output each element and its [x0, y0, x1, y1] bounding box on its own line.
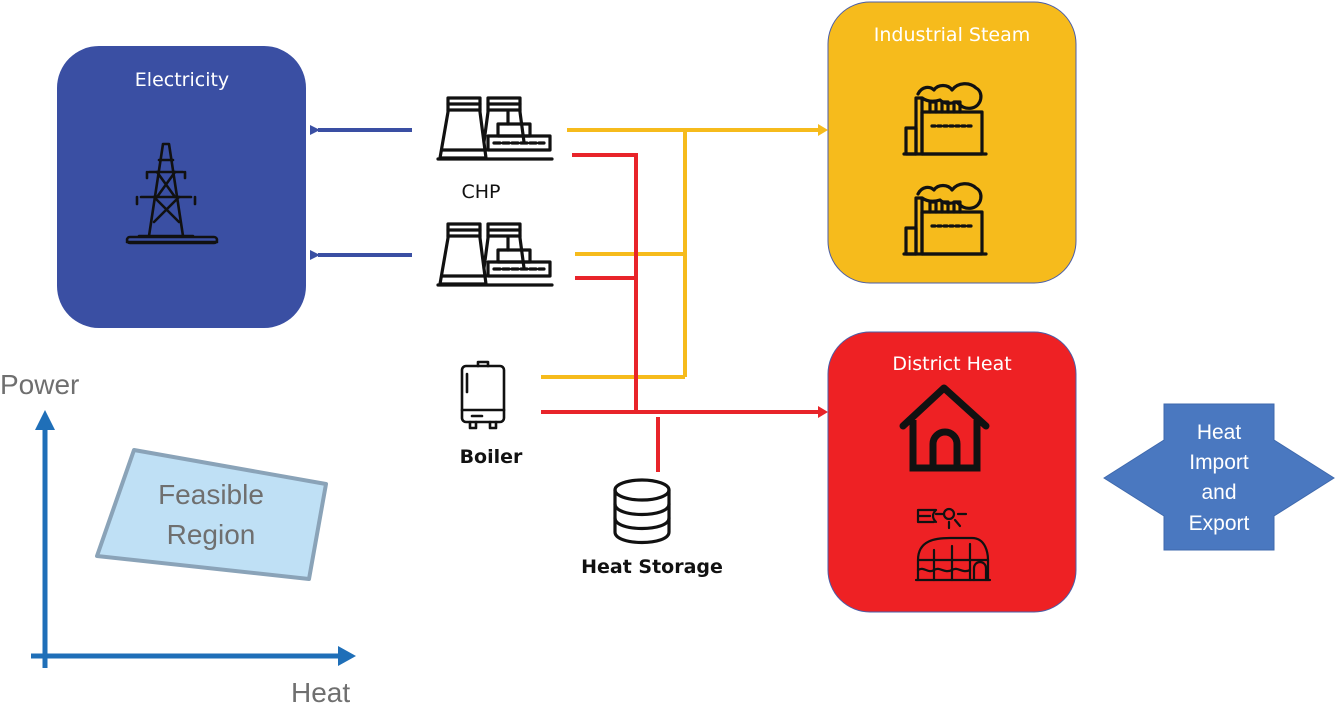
district-heat-node: District Heat	[827, 331, 1077, 613]
transmission-tower-icon	[125, 142, 219, 245]
district-heat-title: District Heat	[892, 353, 1011, 375]
house-icon	[899, 384, 990, 472]
x-axis-label: Heat	[291, 677, 350, 704]
electricity-node: Electricity	[57, 46, 306, 328]
industrial-steam-box	[827, 1, 1077, 284]
storage-tank-icon	[613, 478, 671, 545]
y-axis-arrowhead	[35, 410, 55, 430]
heat-line-chp1	[572, 153, 638, 412]
steam-flow-lines	[541, 124, 828, 379]
power-plant-icon	[436, 222, 554, 287]
x-axis-arrowhead	[338, 646, 356, 666]
region-label-line-1: Feasible	[158, 479, 264, 510]
feasibility-plot: Power Heat Feasible Region	[0, 369, 356, 704]
feasible-region-polygon	[95, 448, 328, 581]
heat-import-export-node: Heat Import and Export	[1103, 403, 1335, 551]
factory-icon	[902, 182, 988, 256]
heat-arrowhead	[818, 406, 828, 418]
region-label-line-2: Region	[167, 519, 256, 550]
greenhouse-icon	[914, 536, 992, 582]
industrial-steam-node: Industrial Steam	[827, 1, 1077, 284]
heat-flow-lines	[541, 153, 828, 472]
import-export-line-2: Import	[1189, 451, 1249, 474]
import-export-line-1: Heat	[1197, 421, 1242, 444]
boiler-label: Boiler	[460, 446, 523, 468]
double-arrow-shape	[1103, 403, 1335, 551]
import-export-line-4: Export	[1189, 512, 1250, 535]
chp-label: CHP	[461, 181, 500, 203]
district-heat-box	[827, 331, 1077, 613]
electricity-box	[57, 46, 306, 328]
y-axis-label: Power	[0, 369, 79, 400]
factory-icon	[902, 82, 988, 156]
boiler-icon	[460, 360, 506, 430]
electricity-title: Electricity	[135, 69, 229, 91]
industrial-steam-title: Industrial Steam	[874, 24, 1031, 46]
power-plant-icon	[436, 96, 554, 161]
steam-arrowhead	[818, 124, 828, 136]
heat-storage-label: Heat Storage	[581, 556, 723, 578]
import-export-line-3: and	[1201, 481, 1236, 504]
solar-collector-icon	[916, 507, 968, 530]
